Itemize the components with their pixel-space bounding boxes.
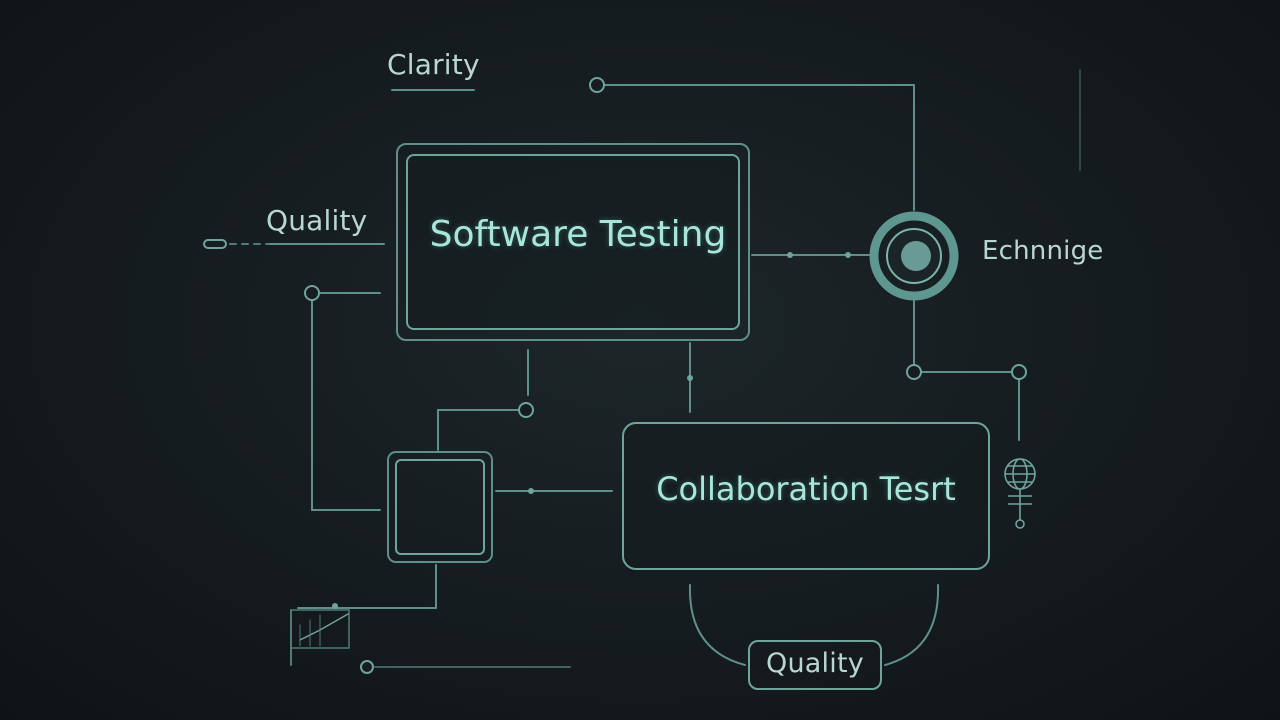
globe-key-icon [1004, 458, 1036, 529]
quality-left-label: Quality [266, 204, 368, 237]
software-testing-box [406, 154, 740, 330]
arc-left [688, 584, 746, 666]
software-testing-label: Software Testing [429, 214, 727, 255]
collaboration-box [622, 422, 990, 570]
small-square-outer [387, 451, 493, 563]
node-ring-bottom [906, 364, 922, 380]
dot-1 [787, 252, 793, 258]
node-left [304, 285, 320, 301]
arc-right [884, 584, 940, 666]
small-square-inner [395, 459, 485, 555]
dot-3 [687, 375, 693, 381]
quality-bottom-label: Quality [766, 648, 864, 679]
technique-label: Echnnige [982, 236, 1104, 266]
node-top [589, 77, 605, 93]
chart-icon-line [299, 613, 349, 641]
node-right [1011, 364, 1027, 380]
dot-4 [528, 488, 534, 494]
clarity-label: Clarity [387, 48, 480, 81]
quality-pill [748, 640, 882, 690]
node-mid [518, 402, 534, 418]
target-ring-icon [869, 211, 959, 301]
node-pill-left [203, 239, 227, 249]
dot-2 [845, 252, 851, 258]
dot-5 [332, 603, 338, 609]
node-bottom [360, 660, 374, 674]
software-testing-box-outer [396, 143, 750, 341]
collaboration-label: Collaboration Tesrt [656, 470, 956, 508]
